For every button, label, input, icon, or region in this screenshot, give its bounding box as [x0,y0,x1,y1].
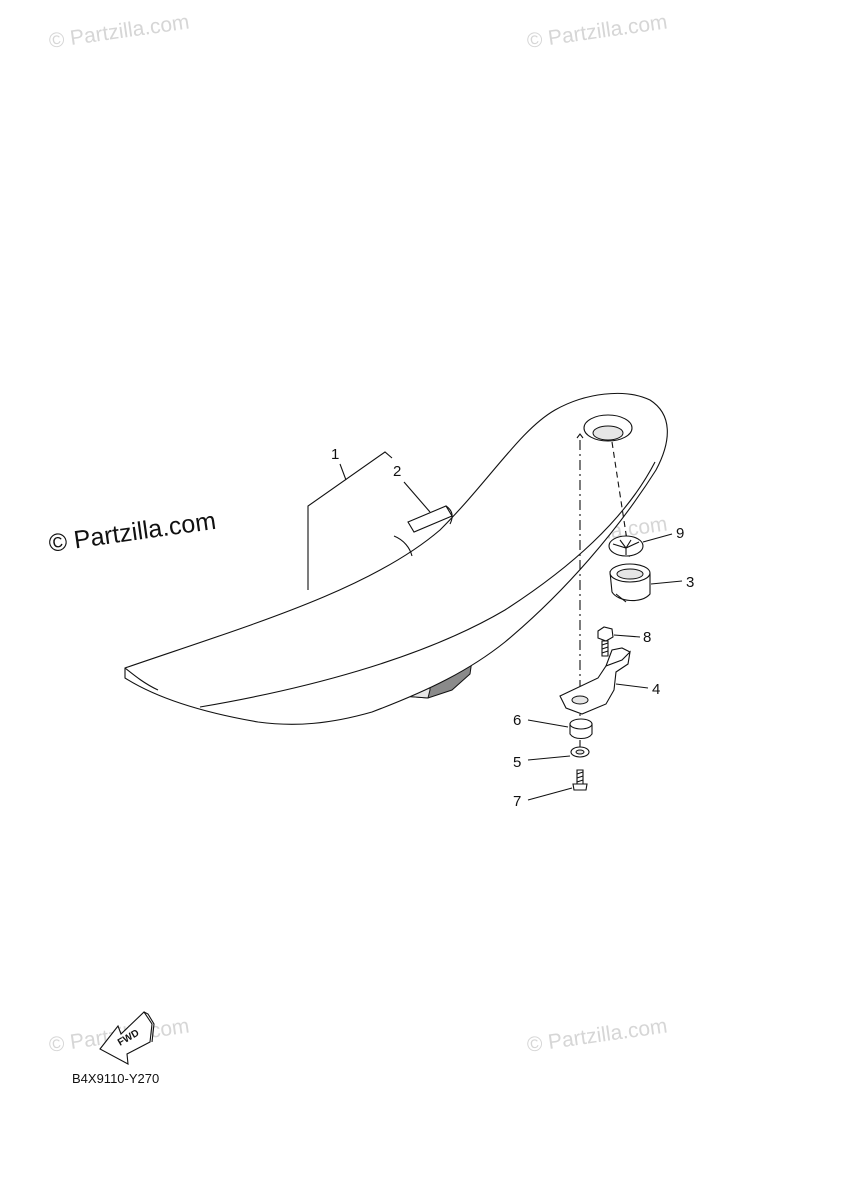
part-3-cap [609,563,651,603]
callout-4: 4 [652,681,660,698]
watermark-top-left: © Partzilla.com [47,10,190,52]
callout-1-stem [339,463,347,481]
callout-2: 2 [393,463,401,480]
callout-6-leader [527,719,569,728]
callout-2-group: 2 [393,463,431,513]
watermark-bottom-right: © Partzilla.com [525,1014,668,1056]
part-5-washer [570,746,590,758]
part-4-bracket [559,647,631,715]
watermark-top-right: © Partzilla.com [525,10,668,52]
callout-6: 6 [513,712,521,729]
callout-5: 5 [513,754,521,771]
seat-outline [124,392,668,725]
callout-7: 7 [513,793,521,810]
watermark-main: © Partzilla.com [47,507,218,558]
part-9-emblem [608,535,644,557]
part-6-collar [569,718,593,740]
seat-side-seam [199,461,656,708]
callout-1: 1 [331,446,339,463]
part-8-bolt [597,626,614,657]
seat-cap-hole [592,425,624,441]
seat-front-lip [124,667,159,691]
diagram-code: B4X9110-Y270 [72,1071,159,1086]
callout-9-leader [642,533,673,543]
callout-3-leader [650,580,683,585]
callout-2-leader [403,481,431,513]
callout-8: 8 [643,629,651,646]
callout-4-leader [615,683,649,689]
seat-emblem-edge [445,505,453,525]
callout-3: 3 [686,574,694,591]
seat-assembly [124,392,668,725]
callout-1-bracket [307,451,393,590]
callout-8-leader [613,634,641,638]
callout-7-leader [527,787,573,801]
seat-emblem-flap [393,535,413,557]
bolt-tip-marker [576,433,584,439]
callout-1-group: 1 [307,446,393,590]
fwd-arrow: FWD [99,1011,155,1065]
callout-5-leader [527,755,571,761]
part-7-screw [572,769,588,791]
callout-9: 9 [676,525,684,542]
